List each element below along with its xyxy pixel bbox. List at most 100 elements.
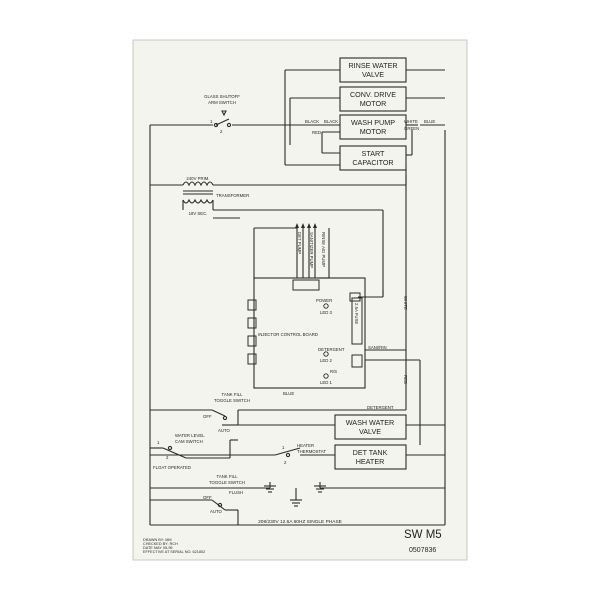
led-2 xyxy=(323,351,329,357)
footer-rating: 208/230V 12.6A 60HZ SINGLE PHASE xyxy=(258,519,342,525)
heater-thermo-label-1: HEATER xyxy=(297,443,314,448)
wash-motor-label-2: MOTOR xyxy=(360,127,387,136)
footer-date: DATE MAY 05-95 xyxy=(143,546,173,550)
water-level-switch-contact xyxy=(167,445,173,451)
tank-fill-1-label-1: TANK FILL xyxy=(222,392,244,397)
footer-part-no: 0507836 xyxy=(409,547,436,554)
wire-detergent: DETERGENT xyxy=(367,405,394,410)
water-level-num-1: 1 xyxy=(157,440,160,445)
transformer-coils xyxy=(182,181,214,210)
transformer-labels: 240V PRIM. TRANSFORMER 18V SEC. xyxy=(186,176,249,216)
board-tab-4 xyxy=(247,353,257,365)
wash-water-valve xyxy=(334,414,407,440)
det-heater-label-2: HEATER xyxy=(356,457,385,466)
board-led3: LED 3 xyxy=(320,310,333,315)
float-operated-label: FLOAT OPERATED xyxy=(153,465,191,470)
rinse-water-valve xyxy=(339,57,407,83)
det-heater-label-1: DET TANK xyxy=(353,448,388,457)
wire-white-2: WHITE xyxy=(403,296,408,310)
heater-thermo-label-2: THERMOSTAT xyxy=(297,449,326,454)
footer-drawn-by: DRAWN BY: MM xyxy=(143,538,172,542)
board-fuse: 2.5A FUSE xyxy=(354,303,359,324)
tank-fill-switch-1-contact xyxy=(222,415,228,421)
lead-rinse-aid-pump: RINSE AID PUMP xyxy=(321,232,326,267)
transformer-secondary: 18V SEC. xyxy=(189,211,208,216)
wash-valve-label-1: WASH WATER xyxy=(346,418,394,427)
thermo-num-1: 1 xyxy=(282,445,285,450)
wire-blue-2: BLUE xyxy=(283,391,294,396)
led-1 xyxy=(323,373,329,379)
board-labels: INJECTOR CONTROL BOARD 2.5A FUSE DET PUM… xyxy=(258,232,359,385)
wire-blue-1: BLUE xyxy=(424,119,435,124)
tank-fill-2-off: OFF xyxy=(203,495,212,500)
board-tab-1 xyxy=(247,299,257,311)
tank-fill-2-auto: AUTO xyxy=(210,509,223,514)
glass-shutoff-label-1: GLASS SHUTOFF xyxy=(204,94,240,99)
flush-label: FLUSH xyxy=(229,490,243,495)
component-labels: RINSE WATER VALVE CONV. DRIVE MOTOR WASH… xyxy=(346,61,398,466)
rinse-valve-label-2: VALVE xyxy=(362,70,384,79)
wash-pump-motor xyxy=(339,114,407,140)
wire-red-2: RED xyxy=(403,375,408,384)
glass-arm-switch-contact-1 xyxy=(213,122,219,128)
wire-color-labels: BLACK BLACK WHITE BLUE RED GREEN WHITE R… xyxy=(283,119,435,410)
start-cap-label-1: START xyxy=(362,149,386,158)
transformer-label: TRANSFORMER xyxy=(216,193,249,198)
water-level-num-2: 2 xyxy=(166,455,169,460)
wire-sani-rin: SANI/RIN xyxy=(368,345,387,350)
board-rs: R/S xyxy=(330,369,337,374)
ground-symbols xyxy=(264,485,326,507)
paper-sheet xyxy=(132,39,468,561)
wire-red-1: RED xyxy=(312,130,321,135)
pump-lead-arrows xyxy=(295,223,317,228)
wash-motor-label-1: WASH PUMP xyxy=(351,118,395,127)
water-level-label-2: CAM SWITCH xyxy=(175,439,203,444)
switch-labels: GLASS SHUTOFF ARM SWITCH 1 2 TANK FILL T… xyxy=(153,94,326,514)
wire-green: GREEN xyxy=(404,126,419,131)
board-connector-right xyxy=(351,354,363,368)
glass-switch-num-2: 2 xyxy=(220,129,223,134)
board-tab-2 xyxy=(247,317,257,329)
det-tank-heater xyxy=(334,444,407,470)
start-cap-label-2: CAPACITOR xyxy=(352,158,393,167)
board-tab-3 xyxy=(247,335,257,347)
board-leds xyxy=(323,303,329,379)
lead-det-pump: DET PUMP xyxy=(297,232,302,254)
rinse-valve-label-1: RINSE WATER xyxy=(348,61,397,70)
wire-black-2: BLACK xyxy=(324,119,338,124)
glass-switch-num-1: 1 xyxy=(210,119,213,124)
injector-control-board xyxy=(253,277,366,389)
wash-valve-label-2: VALVE xyxy=(359,427,381,436)
conv-drive-motor xyxy=(339,86,407,112)
wire-white-1: WHITE xyxy=(404,119,418,124)
board-power: POWER xyxy=(316,298,332,303)
tank-fill-2-label-2: TOGGLE SWITCH xyxy=(209,480,245,485)
tank-fill-1-off: OFF xyxy=(203,414,212,419)
power-connector xyxy=(349,292,361,302)
conv-motor-label-1: CONV. DRIVE xyxy=(350,90,396,99)
board-led1: LED 1 xyxy=(320,380,333,385)
conv-motor-label-2: MOTOR xyxy=(360,99,387,108)
component-boxes xyxy=(247,57,407,470)
wires xyxy=(149,69,446,526)
transformer-primary: 240V PRIM. xyxy=(186,176,209,181)
board-title: INJECTOR CONTROL BOARD xyxy=(258,332,318,337)
thermo-num-2: 2 xyxy=(284,460,287,465)
board-connector-top xyxy=(292,279,320,291)
lead-sanitizer-pump: SANITIZER PUMP xyxy=(309,232,314,268)
footer-model: SW M5 xyxy=(404,529,442,541)
glass-shutoff-label-2: ARM SWITCH xyxy=(208,100,236,105)
start-capacitor xyxy=(339,145,407,171)
tank-fill-2-label-1: TANK FILL xyxy=(217,474,239,479)
board-detergent: DETERGENT xyxy=(318,347,345,352)
footer-block: DRAWN BY: MM CHECKED BY: RCH DATE MAY 05… xyxy=(143,538,205,554)
wire-black-1: BLACK xyxy=(305,119,319,124)
tank-fill-1-label-2: TOGGLE SWITCH xyxy=(214,398,250,403)
board-led2: LED 2 xyxy=(320,358,333,363)
water-level-label-1: WATER LEVEL xyxy=(175,433,205,438)
tank-fill-1-auto: AUTO xyxy=(218,428,231,433)
switch-symbols xyxy=(162,110,301,511)
footer-effective: EFFECTIVE AT SERIAL NO. 621802 xyxy=(143,550,205,554)
footer-checked-by: CHECKED BY: RCH xyxy=(143,542,178,546)
